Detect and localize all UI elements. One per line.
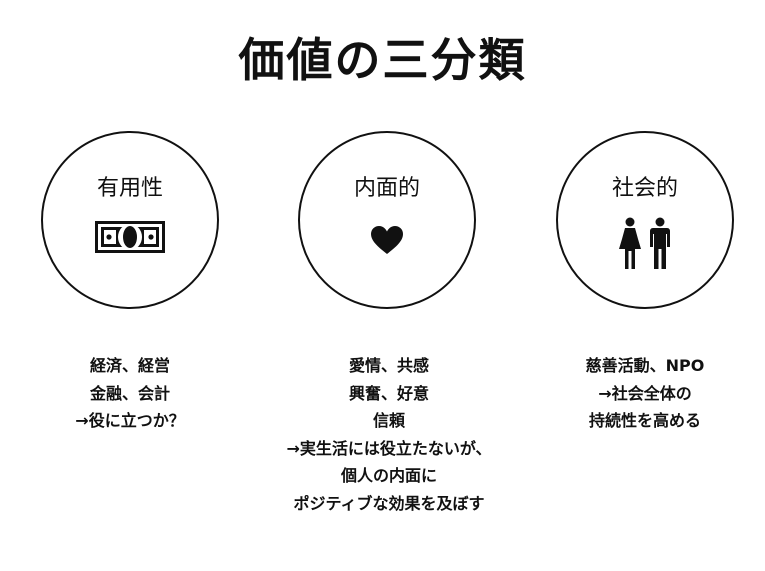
category-description-utility: 経済、経営 金融、会計 →役に立つか？ [0, 352, 260, 435]
category-circle-inner: 内面的 [298, 131, 476, 309]
description-line: 経済、経営 [89, 356, 170, 375]
description-line: 金融、会計 [89, 383, 170, 403]
category-circle-social: 社会的 [556, 131, 734, 309]
description-line: →役に立つか？ [75, 411, 185, 430]
heart-icon [300, 221, 474, 271]
page-title: 価値の三分類 [238, 33, 527, 87]
people-icon [558, 217, 732, 271]
category-label: 有用性 [96, 176, 163, 201]
description-line: 個人の内面に [340, 466, 437, 485]
category-description-social: 慈善活動、NPO →社会全体の 持続性を高める [515, 352, 765, 435]
description-line: 興奮、好意 [348, 383, 429, 403]
category-circle-utility: 有用性 [41, 131, 219, 309]
description-line: 信頼 [372, 411, 405, 430]
description-line: 愛情、共感 [348, 356, 429, 375]
description-line: ポジティブな効果を及ぼす [293, 493, 485, 513]
description-line: →実生活には役立たないが、 [286, 438, 492, 458]
category-label: 社会的 [611, 176, 678, 201]
money-bill-icon [43, 221, 217, 271]
category-description-inner: 愛情、共感 興奮、好意 信頼 →実生活には役立たないが、 個人の内面に ポジティ… [257, 352, 521, 517]
description-line: 慈善活動、NPO [585, 356, 705, 375]
description-line: 持続性を高める [588, 411, 701, 430]
category-label: 内面的 [353, 176, 420, 201]
description-line: →社会全体の [598, 383, 692, 403]
